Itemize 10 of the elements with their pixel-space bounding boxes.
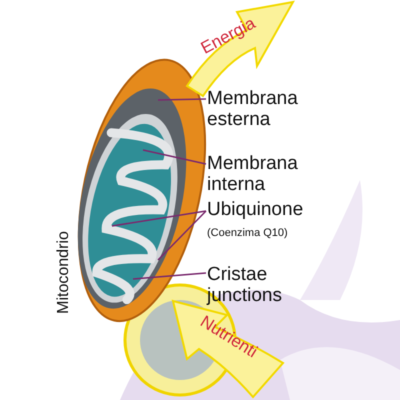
vertical-label: Mitocondrio — [54, 231, 73, 314]
leader-line — [132, 272, 206, 280]
part-label: Ubiquinone — [207, 199, 304, 220]
leader-line — [157, 210, 207, 261]
part-sublabel: (Coenzima Q10) — [207, 226, 288, 240]
part-label: Membrana interna — [207, 153, 299, 195]
leader-line — [158, 98, 206, 101]
leader-line — [112, 210, 206, 227]
part-label: Membrana esterna — [207, 88, 299, 130]
leader-line — [142, 149, 206, 165]
